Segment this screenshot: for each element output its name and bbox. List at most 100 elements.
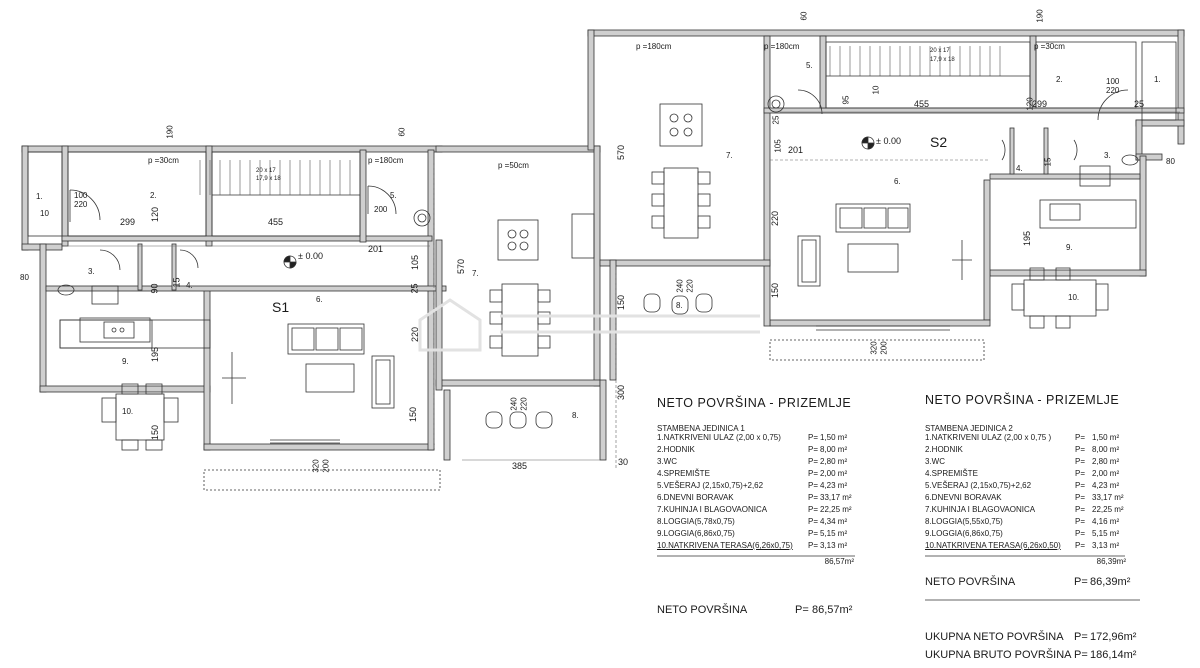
dimension-label: 200 xyxy=(321,459,331,473)
table-row-name: 7.KUHINJA I BLAGOVAONICA xyxy=(925,505,1036,514)
dimension-label: 90 xyxy=(149,283,160,294)
table-row-name: 3.WC xyxy=(925,457,945,466)
table-row-p: P= xyxy=(1075,517,1086,526)
table-row-p: P= xyxy=(808,529,819,538)
table-row-p: P= xyxy=(1075,493,1086,502)
table-row-value: 3,13 m² xyxy=(1092,541,1120,550)
unit2-label: S2 xyxy=(930,134,948,150)
stair-note: 20 x 17 xyxy=(256,168,276,174)
dimension-label: 201 xyxy=(788,145,804,155)
stair-note: 20 x 17 xyxy=(930,48,950,54)
dimension-label: 195 xyxy=(150,346,161,363)
table-row-value: 4,16 m² xyxy=(1092,517,1120,526)
table-row-name: 8.LOGGIA(5,55x0,75) xyxy=(925,517,1003,526)
table-row-name: 10.NATKRIVENA TERASA(6,26x0,75) xyxy=(657,541,793,550)
level-label-2: ± 0.00 xyxy=(876,136,901,146)
room-number: 10. xyxy=(1068,293,1080,302)
dimension-label: 150 xyxy=(770,282,781,299)
table2-sum-net-label: UKUPNA NETO POVRŠINA xyxy=(925,631,1064,643)
room-number: 9. xyxy=(1066,243,1073,252)
dimension-label: 320 xyxy=(311,459,321,473)
dimension-label: 220 xyxy=(770,210,781,227)
table2-subtotal: 86,39m² xyxy=(1096,557,1126,566)
dimension-label: 220 xyxy=(685,279,695,293)
dimension-label: 10 xyxy=(40,209,49,218)
dimension-label: 100 xyxy=(74,191,88,200)
table-row-name: 5.VEŠERAJ (2,15x0,75)+2,62 xyxy=(925,481,1032,490)
table1-subtotal: 86,57m² xyxy=(824,557,854,566)
table-row-value: 2,00 m² xyxy=(820,469,848,478)
table-row-name: 7.KUHINJA I BLAGOVAONICA xyxy=(657,505,768,514)
table-row-p: P= xyxy=(808,517,819,526)
dimension-label: 150 xyxy=(408,406,419,423)
table2-subtitle: STAMBENA JEDINICA 2 xyxy=(925,424,1013,433)
dimension-label: 220 xyxy=(1106,86,1120,95)
dimension-label: 80 xyxy=(20,273,29,282)
unit2-lines xyxy=(615,41,1180,470)
dimension-label: 100 xyxy=(1106,77,1120,86)
dimension-label: 120 xyxy=(150,206,161,223)
dimension-label: 120 xyxy=(1025,97,1035,111)
table-row-name: 1.NATKRIVENI ULAZ (2,00 x 0,75 ) xyxy=(925,433,1052,442)
room-number: 8. xyxy=(676,301,683,310)
table2-total-label: NETO POVRŠINA xyxy=(925,576,1016,588)
table-row-p: P= xyxy=(1075,529,1086,538)
table-row-name: 4.SPREMIŠTE xyxy=(657,469,710,478)
dimension-label: 95 xyxy=(841,95,851,105)
dimension-label: 15 xyxy=(1043,157,1053,167)
table1-total-value: 86,57m² xyxy=(812,604,853,616)
dimension-label: 240 xyxy=(675,279,685,293)
dimension-label: 80 xyxy=(1166,157,1175,166)
table-row-value: 22,25 m² xyxy=(820,505,852,514)
dimension-label: 220 xyxy=(74,200,88,209)
table2-sum-net-p: P= xyxy=(1074,631,1088,643)
table-row-value: 1,50 m² xyxy=(820,433,848,442)
dimension-label: 60 xyxy=(397,127,407,137)
table-row-value: 2,80 m² xyxy=(1092,457,1120,466)
dimension-label: 240 xyxy=(509,397,519,411)
table-row-name: 4.SPREMIŠTE xyxy=(925,469,978,478)
stair-note: 17,9 x 18 xyxy=(256,176,281,182)
table-row-value: 3,13 m² xyxy=(820,541,848,550)
room-number: 4. xyxy=(1016,164,1023,173)
dimension-label: 201 xyxy=(368,244,384,254)
watermark-logo xyxy=(418,298,760,352)
table-row-value: 4,23 m² xyxy=(1092,481,1120,490)
table-row-p: P= xyxy=(1075,433,1086,442)
table2-sum-gross-p: P= xyxy=(1074,649,1088,661)
dimension-label: 299 xyxy=(1032,99,1048,109)
table-row-name: 8.LOGGIA(5,78x0,75) xyxy=(657,517,735,526)
dimension-label: 190 xyxy=(1035,9,1045,23)
table-row-value: 33,17 m² xyxy=(820,493,852,502)
unit1-lines xyxy=(27,151,600,491)
table-row-value: 33,17 m² xyxy=(1092,493,1124,502)
room-number: 3. xyxy=(1104,151,1111,160)
table2-sum-net-value: 172,96m² xyxy=(1090,631,1137,643)
room-number: 10. xyxy=(122,407,134,416)
table1-title: NETO POVRŠINA - PRIZEMLJE xyxy=(657,396,852,410)
room-number: 9. xyxy=(122,357,129,366)
annotation: p =180cm xyxy=(764,42,800,51)
room-number: 3. xyxy=(88,267,95,276)
annotation: p =180cm xyxy=(368,156,404,165)
room-number: 6. xyxy=(316,295,323,304)
table-row-value: 1,50 m² xyxy=(1092,433,1120,442)
room-number: 5. xyxy=(390,191,397,200)
annotation: p =50cm xyxy=(498,161,529,170)
table-row-p: P= xyxy=(1075,505,1086,514)
room-number: 2. xyxy=(150,191,157,200)
table-row-p: P= xyxy=(1075,541,1086,550)
table1-total-p: P= xyxy=(795,604,809,616)
room-number: 1. xyxy=(36,192,43,201)
dimension-label: 200 xyxy=(374,205,388,214)
dimension-label: 200 xyxy=(879,341,889,355)
dimension-label: 105 xyxy=(773,139,783,153)
table-row-name: 2.HODNIK xyxy=(657,445,695,454)
dimension-label: 15 xyxy=(171,277,182,288)
dimension-label: 320 xyxy=(869,341,879,355)
dimension-label: 25 xyxy=(771,115,781,125)
table-row-p: P= xyxy=(808,445,819,454)
table-row-value: 8,00 m² xyxy=(1092,445,1120,454)
table-row-name: 3.WC xyxy=(657,457,677,466)
dimension-label: 195 xyxy=(1022,230,1033,247)
